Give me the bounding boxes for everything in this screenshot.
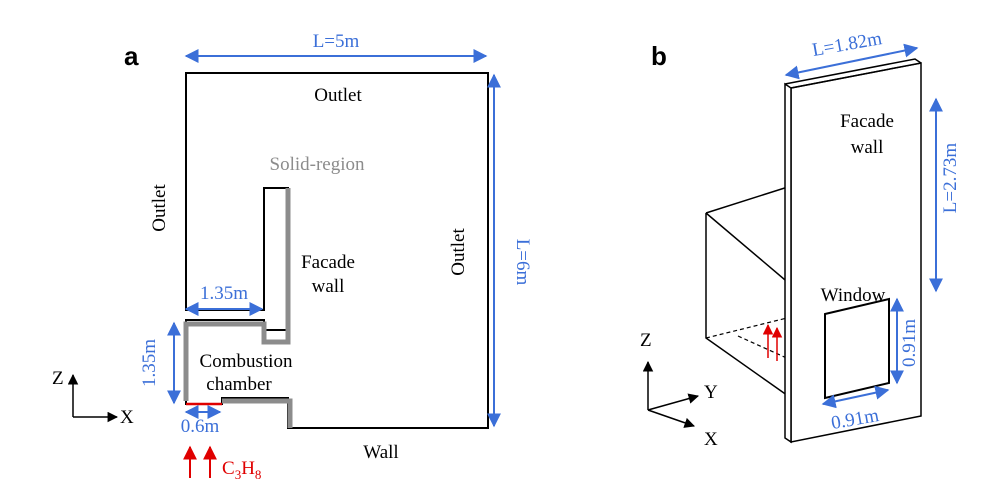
- panel-b: b L=1.82m L=2.73m Facade wall Window 0.9…: [640, 28, 961, 450]
- axis-b-x-label: X: [704, 429, 718, 450]
- outlet-top-label: Outlet: [314, 85, 362, 106]
- axis-b-x-arrow: [647, 409, 695, 428]
- solid-region-label: Solid-region: [270, 154, 365, 175]
- solid-region-floor: [222, 398, 293, 428]
- panel-b-label: b: [651, 41, 667, 71]
- facade-label-line1: Facade: [301, 252, 355, 273]
- inlet-width-label: 0.6m: [181, 416, 220, 437]
- axis-x-label: X: [120, 407, 134, 428]
- window-height-label: 0.91m: [899, 319, 920, 367]
- chamber-width-label: 1.35m: [200, 283, 248, 304]
- axis-b-y-label: Y: [704, 382, 718, 403]
- facade-width-arrow: [784, 43, 919, 80]
- chamber-box: [705, 185, 792, 399]
- facade-b-label-line1: Facade: [840, 111, 894, 132]
- height-label: L=6m: [512, 239, 533, 286]
- combustion-label-line1: Combustion: [200, 351, 293, 372]
- outlet-right-label: Outlet: [448, 228, 469, 276]
- combustion-label-line2: chamber: [206, 374, 272, 395]
- axis-z-label: Z: [52, 368, 64, 389]
- axis-b-y-arrow: [647, 393, 700, 411]
- panel-a-label: a: [124, 41, 139, 71]
- outlet-left-label: Outlet: [149, 184, 170, 232]
- panel-a: a L=5m L=6m Outlet Outlet Outlet Wall So…: [52, 31, 533, 482]
- facade-height-label: L=2.73m: [940, 143, 961, 214]
- window: [824, 297, 890, 400]
- solid-region-facade: [183, 188, 291, 401]
- window-label: Window: [821, 285, 886, 306]
- axis-b-z-label: Z: [640, 330, 652, 351]
- chamber-hidden-edges: [705, 316, 792, 361]
- wall-bottom-label: Wall: [363, 442, 398, 463]
- facade-label-line2: wall: [312, 276, 345, 297]
- window-width-arrow: [821, 385, 890, 409]
- fuel-label: C3H8: [222, 458, 261, 482]
- width-label: L=5m: [313, 31, 360, 52]
- facade-width-label: L=1.82m: [811, 28, 884, 61]
- facade-b-label-line2: wall: [851, 137, 884, 158]
- chamber-height-label: 1.35m: [139, 339, 160, 387]
